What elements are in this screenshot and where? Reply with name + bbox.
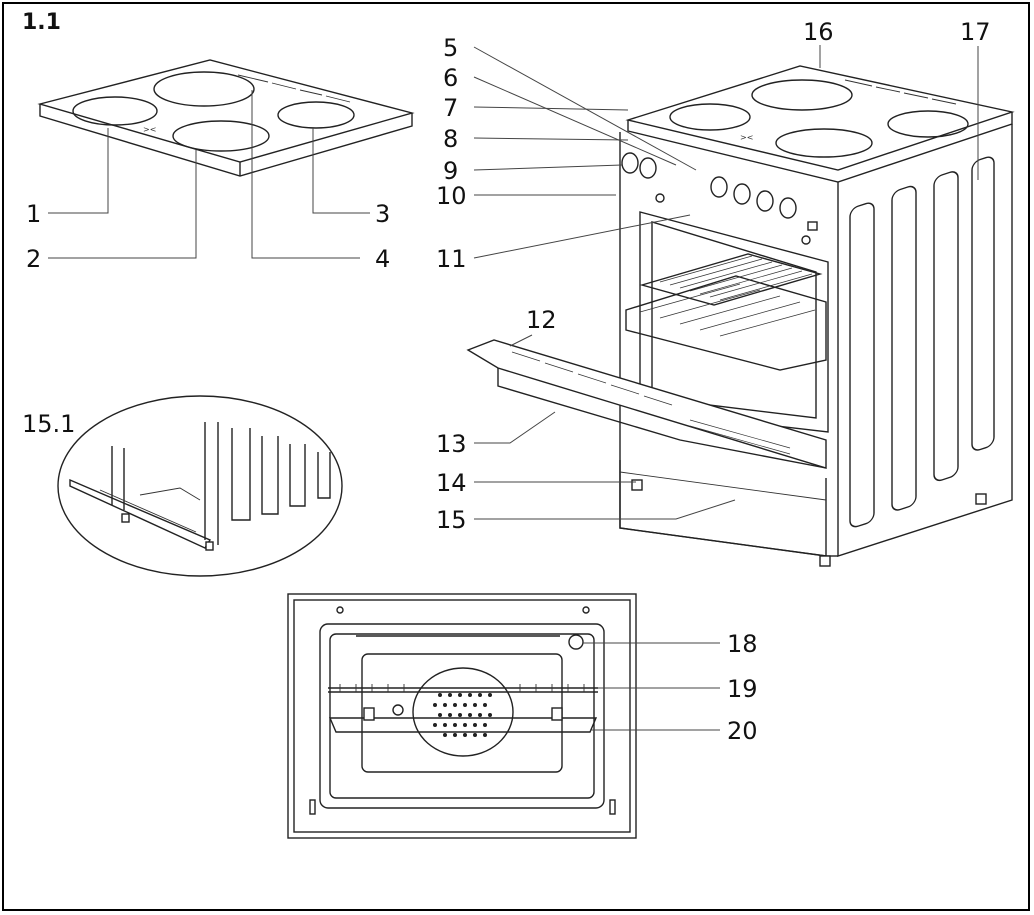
hob-illustration: >< xyxy=(37,59,415,177)
callout-12: 12 xyxy=(526,306,557,334)
callout-9: 9 xyxy=(443,157,458,185)
cooking-zone-1 xyxy=(72,96,158,126)
oven-cavity-front-view xyxy=(287,593,637,839)
callout-10: 10 xyxy=(436,182,467,210)
cooking-zone-3 xyxy=(277,101,355,129)
oven-door xyxy=(466,339,827,469)
cooking-zone-2 xyxy=(172,120,270,152)
callout-11: 11 xyxy=(436,245,467,273)
callout-labels: 1 2 3 4 5 6 7 8 9 10 11 12 13 14 15 16 1… xyxy=(22,18,991,745)
svg-text:><: >< xyxy=(143,125,156,134)
callout-14: 14 xyxy=(436,469,467,497)
leader-lines xyxy=(48,45,979,731)
callout-15: 15 xyxy=(436,506,467,534)
callout-8: 8 xyxy=(443,125,458,153)
drawer-inset xyxy=(57,395,343,577)
callout-1: 1 xyxy=(26,200,41,228)
callout-17: 17 xyxy=(960,18,991,46)
callout-5: 5 xyxy=(443,34,458,62)
fan-cover xyxy=(412,667,514,757)
callout-18: 18 xyxy=(727,630,758,658)
callout-2: 2 xyxy=(26,245,41,273)
callout-20: 20 xyxy=(727,717,758,745)
callout-7: 7 xyxy=(443,94,458,122)
callout-4: 4 xyxy=(375,245,390,273)
callout-3: 3 xyxy=(375,200,390,228)
callout-19: 19 xyxy=(727,675,758,703)
oven-lamp xyxy=(568,634,584,650)
control-knobs xyxy=(621,152,818,231)
callout-13: 13 xyxy=(436,430,467,458)
cooking-zone-4 xyxy=(153,71,255,107)
callout-6: 6 xyxy=(443,64,458,92)
inset-label: 15.1 xyxy=(22,410,75,438)
cooker-illustration: >< xyxy=(466,65,1015,567)
callout-16: 16 xyxy=(803,18,834,46)
figure-number: 1.1 xyxy=(22,10,61,35)
side-panel-ribs xyxy=(849,156,995,528)
svg-text:><: >< xyxy=(740,133,753,142)
fan-holes xyxy=(433,693,492,737)
